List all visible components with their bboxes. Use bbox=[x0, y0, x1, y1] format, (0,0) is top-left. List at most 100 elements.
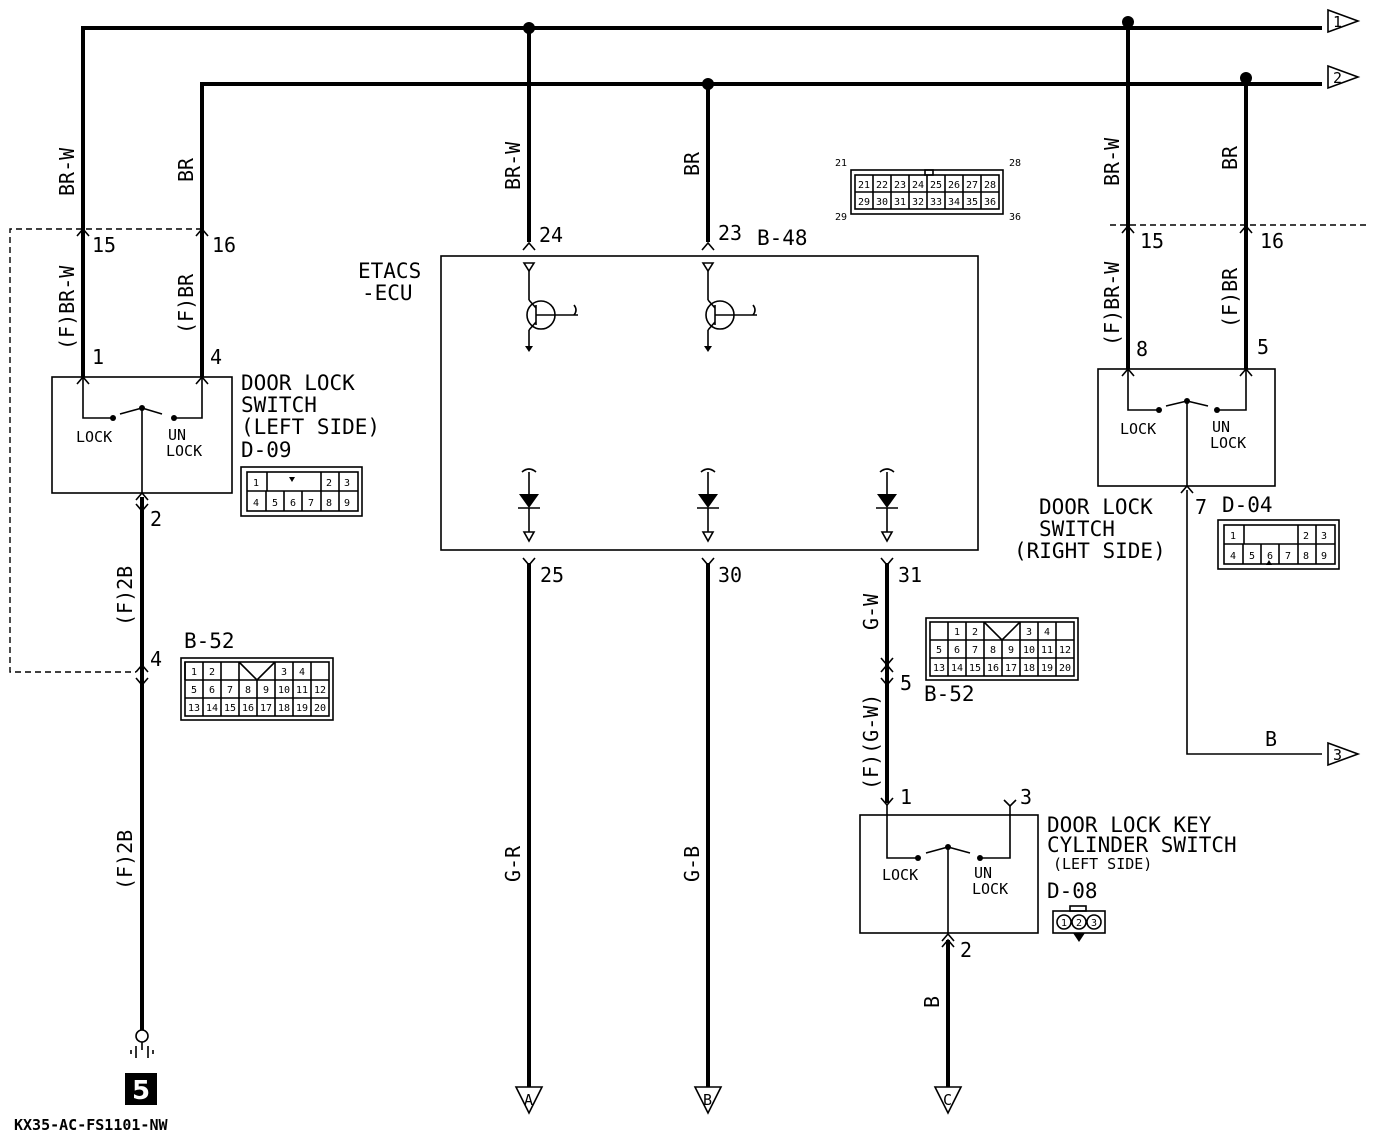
offpage-label-2: 2 bbox=[1333, 69, 1342, 87]
offpage-label-C: C bbox=[943, 1091, 952, 1109]
connector-pin: 31 bbox=[894, 197, 906, 208]
pin-2: 2 bbox=[960, 938, 972, 962]
diode-icon bbox=[698, 494, 718, 508]
ecu-pin-24: 24 bbox=[539, 223, 563, 247]
ecu-name: ETACS bbox=[358, 259, 421, 283]
connector-pin: 8 bbox=[326, 498, 332, 509]
offpage-label-B: B bbox=[703, 1091, 712, 1109]
ground-number-badge bbox=[125, 1073, 157, 1105]
connector-pin: 13 bbox=[188, 703, 200, 714]
connector-pin: 2 bbox=[1076, 918, 1082, 929]
wire-label-gb: G-B bbox=[680, 846, 704, 882]
connector-pin: 6 bbox=[209, 685, 215, 696]
connector-pin: 14 bbox=[206, 703, 218, 714]
connector-pin: 9 bbox=[1321, 551, 1327, 562]
ecu-pin-23: 23 bbox=[718, 221, 742, 245]
pin-16: 16 bbox=[1260, 229, 1284, 253]
connector-pin: 22 bbox=[876, 180, 888, 191]
key-switch-wiring: C bbox=[859, 657, 1039, 1115]
wire-label-fgw: (F)(G-W) bbox=[859, 694, 883, 790]
splice-dot bbox=[523, 22, 535, 34]
connector-pin: 35 bbox=[966, 197, 978, 208]
connector-pin: 15 bbox=[224, 703, 236, 714]
left-harness-outline bbox=[9, 228, 202, 673]
switch-unlock-label: LOCK bbox=[166, 442, 202, 460]
connector-face-b52-left: 1 2 3 4 5 6 7 8 9 10 11 12 13 14 15 16 1… bbox=[180, 657, 334, 721]
wire-label-br: BR bbox=[174, 157, 198, 182]
component-name: (LEFT SIDE) bbox=[241, 415, 380, 439]
connector-pin: 5 bbox=[1249, 551, 1255, 562]
connector-pin: 28 bbox=[1009, 158, 1021, 169]
connector-pin: 9 bbox=[344, 498, 350, 509]
ground-number: 5 bbox=[132, 1076, 150, 1106]
switch-lock-label: LOCK bbox=[76, 428, 112, 446]
connector-pin: 3 bbox=[1091, 918, 1097, 929]
page-code: KX35-AC-FS1101-NW bbox=[14, 1116, 168, 1134]
connector-pin: 12 bbox=[1059, 645, 1071, 656]
pin-5: 5 bbox=[1257, 335, 1269, 359]
connector-pin: 15 bbox=[969, 663, 981, 674]
pin-16: 16 bbox=[212, 233, 236, 257]
connector-face-d08: 1 2 3 bbox=[1052, 905, 1106, 942]
connector-pin: 4 bbox=[1230, 551, 1236, 562]
connector-pin: 29 bbox=[835, 212, 847, 223]
connector-id: D-09 bbox=[241, 438, 292, 462]
wire-label-fbr: (F)BR bbox=[174, 273, 198, 334]
connector-pin: 11 bbox=[296, 685, 308, 696]
connector-pin: 34 bbox=[948, 197, 960, 208]
left-wire-labels: BR-W BR (F)BR-W (F)BR (F)2B (F)2B bbox=[55, 147, 198, 890]
offpage-label-3: 3 bbox=[1333, 746, 1342, 764]
connector-pin: 7 bbox=[1285, 551, 1291, 562]
ecu-texts: ETACS -ECU B-48 24 23 25 30 31 BR-W BR G… bbox=[358, 141, 922, 882]
pin-15: 15 bbox=[92, 233, 116, 257]
switch-unlock-label: UN bbox=[168, 426, 186, 444]
wire-label-fbrw: (F)BR-W bbox=[55, 265, 79, 350]
connector-face-d04-right: 1 2 3 4 5 6 7 8 9 bbox=[1217, 519, 1340, 570]
diode-icon bbox=[877, 494, 897, 508]
connector-pin: 2 bbox=[326, 478, 332, 489]
connector-pin: 18 bbox=[278, 703, 290, 714]
switch-lock-label: LOCK bbox=[882, 866, 918, 884]
right-switch-texts: LOCK UN LOCK DOOR LOCK SWITCH (RIGHT SID… bbox=[1014, 418, 1273, 563]
connector-pin: 2 bbox=[972, 627, 978, 638]
connector-pin: 7 bbox=[308, 498, 314, 509]
switch-lock-label: LOCK bbox=[1120, 420, 1156, 438]
pin-8: 8 bbox=[1136, 337, 1148, 361]
left-switch-texts: LOCK UN LOCK DOOR LOCK SWITCH (LEFT SIDE… bbox=[76, 371, 380, 653]
ecu-connector-id: B-48 bbox=[757, 226, 808, 250]
connector-pin: 19 bbox=[296, 703, 308, 714]
connector-pin: 16 bbox=[242, 703, 254, 714]
right-switch-wiring bbox=[1097, 224, 1322, 755]
pin-7: 7 bbox=[1195, 495, 1207, 519]
wire-label-f2b: (F)2B bbox=[113, 566, 137, 626]
connector-pin: 8 bbox=[245, 685, 251, 696]
connector-pin: 5 bbox=[272, 498, 278, 509]
connector-face-d09-left: 1 2 3 4 5 6 7 8 9 bbox=[240, 466, 363, 517]
connector-pin: 6 bbox=[954, 645, 960, 656]
wire-label-fbr: (F)BR bbox=[1218, 267, 1242, 328]
switch-unlock-label: UN bbox=[974, 864, 992, 882]
offpage-arrow-C bbox=[933, 1086, 963, 1115]
offpage-arrow-2 bbox=[1327, 64, 1361, 90]
connector-pin: 6 bbox=[290, 498, 296, 509]
offpage-arrow-1 bbox=[1327, 8, 1361, 34]
wire-label-b: B bbox=[1265, 727, 1277, 751]
pin-15: 15 bbox=[1140, 229, 1164, 253]
wire-label-br: BR bbox=[1218, 145, 1242, 170]
left-switch-wiring bbox=[51, 227, 233, 1030]
wire-label-brw: BR-W bbox=[55, 147, 79, 196]
component-name: (LEFT SIDE) bbox=[1053, 855, 1152, 873]
connector-pin: 10 bbox=[278, 685, 290, 696]
ecu-name: -ECU bbox=[362, 281, 413, 305]
connector-pin: 4 bbox=[253, 498, 259, 509]
switch-unlock-label: LOCK bbox=[1210, 434, 1246, 452]
connector-face-b52-mid: 1 2 3 4 5 6 7 8 9 10 11 12 13 14 15 16 1… bbox=[925, 617, 1079, 681]
connector-pin: 16 bbox=[987, 663, 999, 674]
connector-pin: 5 bbox=[191, 685, 197, 696]
pin-2: 2 bbox=[150, 507, 162, 531]
component-name: SWITCH bbox=[1039, 517, 1115, 541]
splice-dot bbox=[702, 78, 714, 90]
connector-pin: 3 bbox=[1026, 627, 1032, 638]
connector-pin: 1 bbox=[1061, 918, 1067, 929]
